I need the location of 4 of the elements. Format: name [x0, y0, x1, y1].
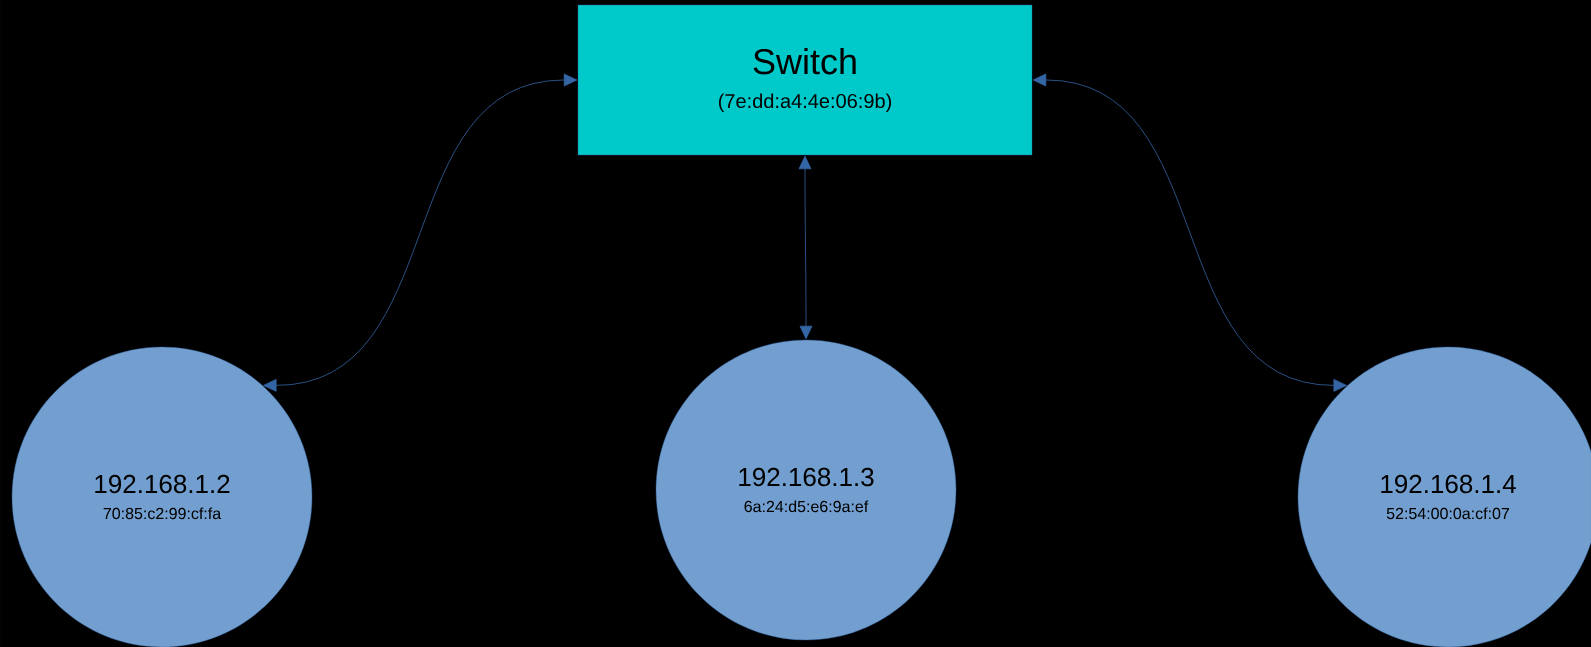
arrow — [798, 155, 813, 340]
switch-box: Switch (7e:dd:a4:4e:06:9b) — [577, 4, 1033, 156]
arrow — [263, 73, 578, 392]
arrow — [1032, 73, 1347, 392]
